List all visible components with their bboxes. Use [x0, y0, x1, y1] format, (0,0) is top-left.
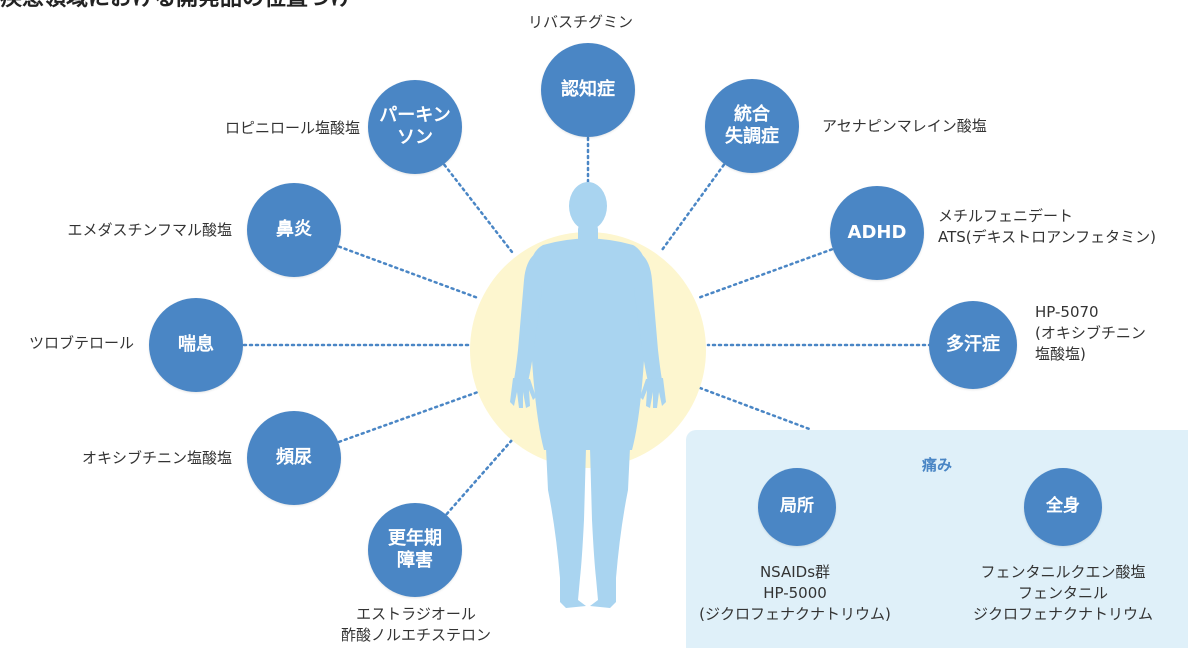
disease-node-schizophrenia: 統合 失調症: [705, 79, 799, 173]
drug-label-frequency: オキシブチニン塩酸塩: [81, 449, 232, 467]
drug-label-schizophrenia: アセナピンマレイン酸塩: [822, 117, 987, 135]
pain-systemic-drugs: フェンタニルクエン酸塩 フェンタニル ジクロフェナクナトリウム: [972, 563, 1153, 623]
drug-label-dementia: リバスチグミン: [528, 13, 634, 31]
disease-node-frequency: 頻尿: [247, 411, 341, 505]
drug-label-menopause: エストラジオール 酢酸ノルエチステロン: [340, 605, 491, 644]
disease-node-hyperhidrosis: 多汗症: [929, 301, 1017, 389]
drug-label-rhinitis: エメダスチンフマル酸塩: [67, 221, 232, 239]
disease-node-rhinitis: 鼻炎: [247, 183, 341, 277]
human-body-figure: [510, 182, 666, 608]
disease-node-adhd: ADHD: [830, 186, 924, 280]
drug-label-asthma: ツロブテロール: [28, 334, 134, 352]
pain-local-node: 局所: [758, 468, 836, 546]
connector-pain: [698, 386, 814, 432]
disease-node-asthma: 喘息: [149, 298, 243, 392]
disease-node-menopause: 更年期 障害: [368, 503, 462, 597]
pain-systemic-node: 全身: [1024, 468, 1102, 546]
disease-node-dementia: 認知症: [541, 43, 635, 137]
drug-label-adhd: メチルフェニデート ATS(デキストロアンフェタミン): [938, 207, 1156, 246]
pain-local-drugs: NSAIDs群 HP-5000 (ジクロフェナクナトリウム): [699, 563, 891, 623]
drug-label-hyperhidrosis: HP-5070 (オキシブチニン 塩酸塩): [1035, 303, 1146, 363]
pain-panel: 痛み 局所 全身 NSAIDs群 HP-5000 (ジクロフェナクナトリウム) …: [686, 430, 1188, 648]
pain-title: 痛み: [921, 456, 952, 474]
disease-node-parkinson: パーキン ソン: [368, 80, 462, 174]
page-title: 疾患領域における開発品の位置づけ: [0, 0, 352, 12]
drug-label-parkinson: ロピニロール塩酸塩: [224, 119, 360, 137]
